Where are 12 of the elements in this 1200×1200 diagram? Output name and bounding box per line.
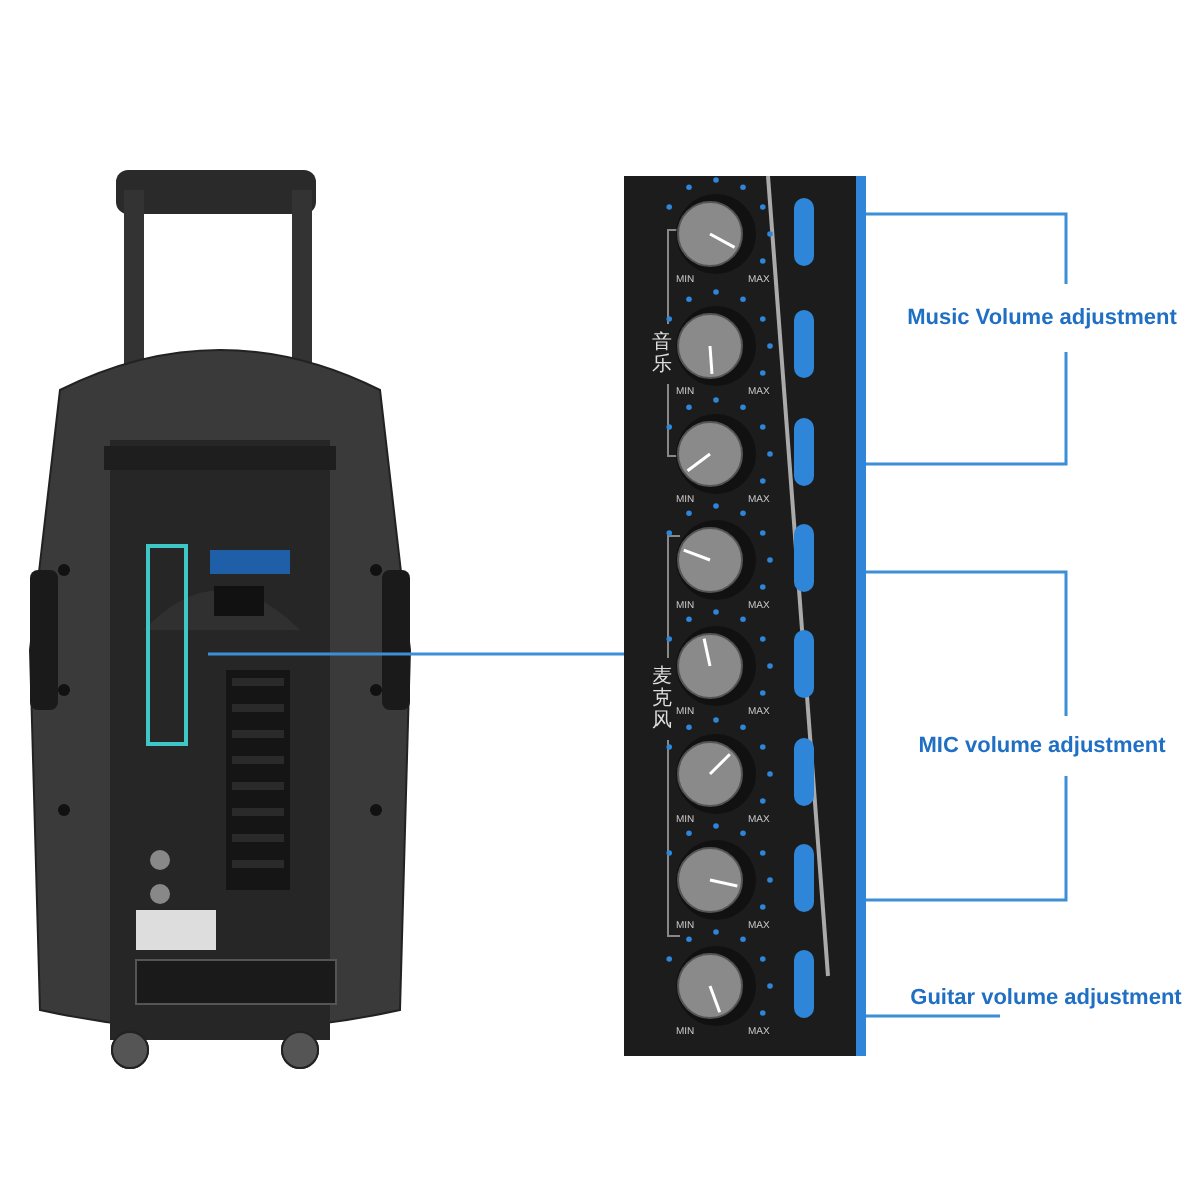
leader-line — [866, 352, 1068, 466]
leader-line — [208, 652, 624, 656]
leader-line — [866, 212, 1068, 284]
section-label: 音乐 — [652, 332, 672, 376]
leader-line — [866, 570, 1068, 716]
leader-line — [866, 776, 1068, 902]
callout-text: Guitar volume adjustment — [910, 983, 1182, 1014]
highlight-frame — [146, 544, 188, 746]
callout-text: MIC volume adjustment — [918, 731, 1166, 762]
section-label: 麦克风 — [652, 666, 672, 732]
callout-text: Music Volume adjustment — [907, 303, 1177, 334]
leader-line — [866, 1014, 1000, 1018]
